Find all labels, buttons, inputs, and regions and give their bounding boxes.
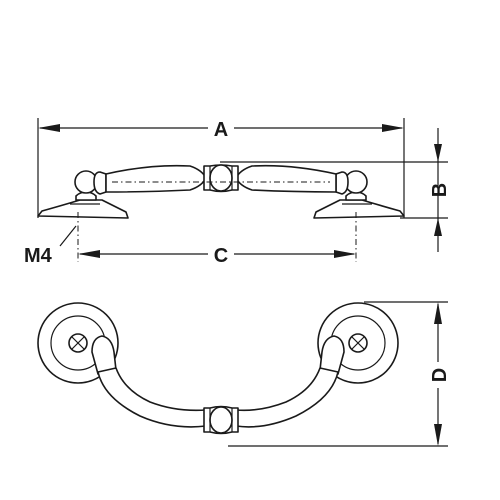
dimension-a: A [37, 116, 405, 218]
right-arm-side [235, 164, 337, 193]
arrow-c-right [334, 250, 356, 258]
dimension-d: D [228, 301, 451, 447]
arrow-a-right [382, 124, 404, 132]
dimension-c-label: C [214, 245, 228, 267]
thread-label: M4 [24, 245, 53, 267]
swing-bail-top [91, 335, 345, 435]
right-rose-side [313, 199, 405, 219]
thread-callout: M4 [24, 225, 77, 267]
dimension-c: C [77, 212, 357, 267]
dimension-d-label: D [429, 368, 451, 382]
dimension-a-label: A [214, 119, 228, 141]
arrow-b-top [434, 144, 442, 162]
left-arm-side [105, 164, 207, 193]
right-arm-top [235, 367, 339, 428]
left-arm-top [97, 367, 207, 428]
arrow-d-top [434, 302, 442, 324]
left-rose-side [37, 199, 129, 219]
arrow-c-left [78, 250, 100, 258]
dimension-b-label: B [429, 183, 451, 197]
dimension-b: B [220, 128, 451, 252]
top-view: D [37, 301, 451, 447]
arrow-a-left [38, 124, 60, 132]
arrow-b-bottom [434, 218, 442, 236]
side-view: A B [24, 116, 451, 267]
handle-bar-side [37, 164, 405, 219]
arrow-d-bottom [434, 424, 442, 446]
